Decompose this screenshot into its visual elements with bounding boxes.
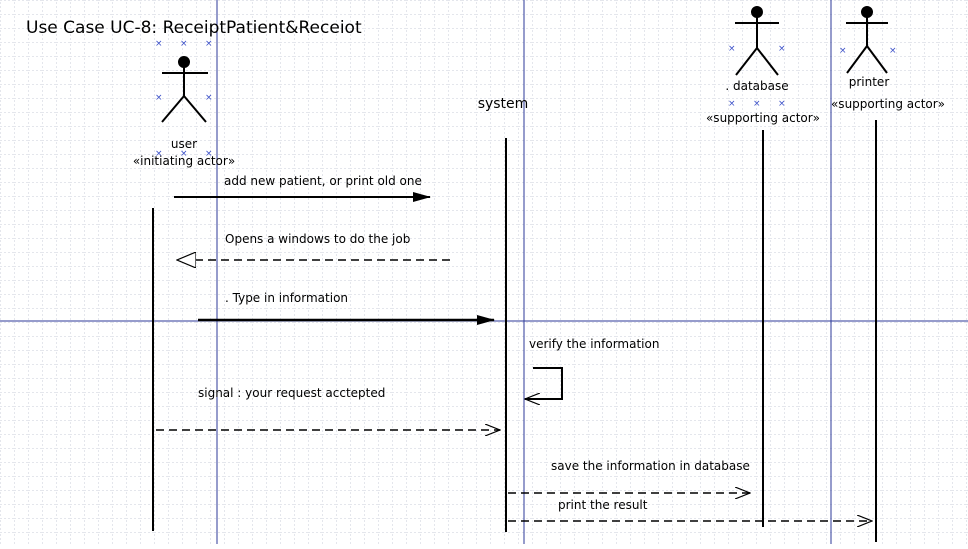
svg-text:×: ×: [728, 44, 736, 54]
svg-text:×: ×: [155, 93, 163, 103]
message-label: . Type in information: [225, 291, 348, 305]
selection-markers: × × × × ×: [728, 44, 786, 109]
actor-printer-name: printer: [849, 75, 890, 89]
actor-stick-figure-icon: [161, 56, 208, 123]
svg-text:×: ×: [180, 39, 188, 49]
actor-stick-figure-icon: [846, 6, 888, 74]
message-verify-information[interactable]: verify the information: [525, 337, 659, 399]
svg-text:×: ×: [778, 99, 786, 109]
message-print-result[interactable]: print the result: [508, 498, 872, 521]
message-arrow: [525, 367, 563, 399]
message-type-in-information[interactable]: . Type in information: [198, 291, 495, 325]
svg-text:×: ×: [155, 39, 163, 49]
svg-text:×: ×: [205, 39, 213, 49]
actor-user-name: user: [171, 137, 197, 151]
message-label: verify the information: [529, 337, 659, 351]
message-add-new-patient[interactable]: add new patient, or print old one: [174, 174, 431, 202]
message-save-information[interactable]: save the information in database: [508, 459, 750, 493]
message-label: add new patient, or print old one: [224, 174, 422, 188]
message-opens-window[interactable]: Opens a windows to do the job: [177, 232, 450, 260]
svg-text:×: ×: [155, 149, 163, 159]
svg-text:×: ×: [778, 44, 786, 54]
actor-printer[interactable]: × × printer «supporting actor»: [831, 6, 945, 111]
diagram-title: Use Case UC-8: ReceiptPatient&Receiot: [26, 18, 362, 38]
svg-text:×: ×: [753, 99, 761, 109]
actor-database-name: . database: [725, 79, 788, 93]
actor-user-stereotype: «initiating actor»: [133, 154, 235, 168]
actor-database[interactable]: × × × × × . database «supporting actor»: [706, 6, 820, 125]
message-label: Opens a windows to do the job: [225, 232, 410, 246]
message-label: print the result: [558, 498, 648, 512]
svg-text:×: ×: [889, 46, 897, 56]
svg-text:×: ×: [839, 46, 847, 56]
svg-text:×: ×: [205, 93, 213, 103]
message-label: signal : your request acctepted: [198, 386, 385, 400]
svg-text:×: ×: [180, 149, 188, 159]
actor-stick-figure-icon: [735, 6, 779, 76]
actor-database-stereotype: «supporting actor»: [706, 111, 820, 125]
message-label: save the information in database: [551, 459, 750, 473]
selection-markers: × × × × × × × ×: [155, 39, 213, 159]
actor-printer-stereotype: «supporting actor»: [831, 97, 945, 111]
message-request-accepted[interactable]: signal : your request acctepted: [156, 386, 500, 430]
svg-text:×: ×: [728, 99, 736, 109]
actor-system-name: system: [478, 96, 529, 112]
selection-markers: × ×: [839, 46, 897, 56]
actor-user[interactable]: × × × × × × × × user «initiating actor»: [133, 39, 235, 168]
svg-text:×: ×: [205, 149, 213, 159]
